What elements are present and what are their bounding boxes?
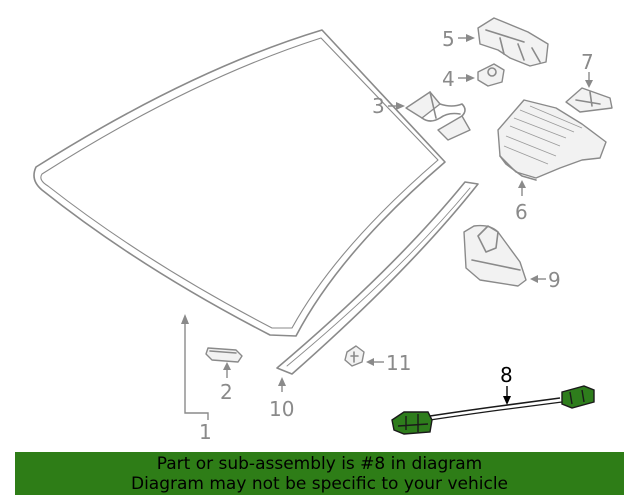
callout-2-leader	[223, 362, 231, 378]
callout-3: 3	[372, 94, 385, 118]
callout-4-leader	[458, 74, 475, 82]
callout-6-leader	[518, 180, 526, 196]
banner-line-1: Part or sub-assembly is #8 in diagram	[156, 454, 483, 474]
callout-10-leader	[278, 377, 286, 392]
part-9-mirror	[463, 224, 527, 287]
part-11-clip	[344, 345, 365, 367]
part-10-molding	[276, 181, 479, 375]
callout-1-leader	[181, 314, 209, 420]
part-notice-banner: Part or sub-assembly is #8 in diagram Di…	[15, 452, 624, 495]
callout-11: 11	[386, 351, 411, 375]
windshield	[33, 29, 446, 337]
part-7-bracket	[565, 87, 613, 113]
callout-8: 8	[500, 363, 513, 387]
callout-7: 7	[581, 50, 594, 74]
harness-connector-left	[391, 411, 433, 435]
part-4-sensor	[477, 63, 505, 87]
part-8-wiring-harness	[391, 385, 595, 435]
callout-2: 2	[220, 380, 233, 404]
parts-diagram: 1 2 10 11 3	[33, 17, 613, 444]
harness-connector-right	[561, 385, 595, 409]
callout-4: 4	[442, 67, 455, 91]
part-3-sensor	[405, 91, 471, 141]
callout-9-leader	[530, 275, 546, 283]
banner-line-2: Diagram may not be specific to your vehi…	[130, 474, 508, 494]
part-5-bracket	[477, 17, 549, 67]
callout-1: 1	[199, 420, 212, 444]
part-2-clip	[205, 347, 243, 363]
callout-3-leader	[388, 102, 405, 110]
callout-7-leader	[585, 72, 593, 88]
callout-5: 5	[442, 27, 455, 51]
callout-10: 10	[269, 397, 294, 421]
callout-11-leader	[366, 358, 384, 366]
callout-8-leader	[503, 386, 511, 405]
part-6-cover	[497, 99, 607, 181]
callout-9: 9	[548, 268, 561, 292]
callout-5-leader	[458, 34, 475, 42]
callout-6: 6	[515, 200, 528, 224]
